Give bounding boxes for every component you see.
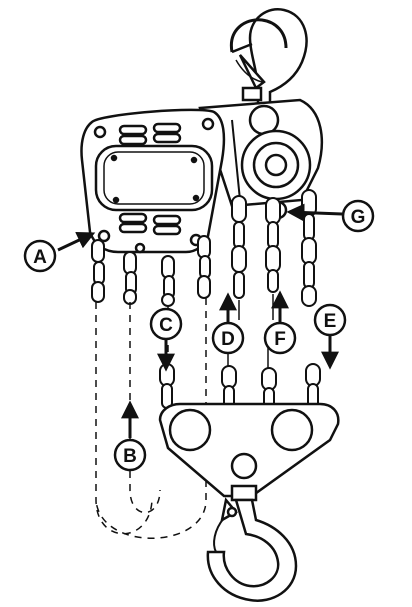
hand-wheel-housing <box>81 110 223 252</box>
callout-label-e: E <box>324 311 337 332</box>
callout-label-a: A <box>33 247 47 268</box>
callout-E: E <box>315 305 345 366</box>
callout-B: B <box>115 404 145 470</box>
callout-label-f: F <box>274 329 286 350</box>
callout-label-g: G <box>351 207 366 228</box>
callout-label-d: D <box>221 329 235 350</box>
top-hook <box>231 9 306 104</box>
callout-F: F <box>265 294 295 353</box>
callout-A: A <box>25 234 92 271</box>
callout-label-b: B <box>123 446 137 467</box>
callout-C: C <box>151 309 181 368</box>
bottom-block <box>160 404 338 500</box>
bottom-hook <box>208 500 296 601</box>
callout-label-c: C <box>159 315 173 336</box>
